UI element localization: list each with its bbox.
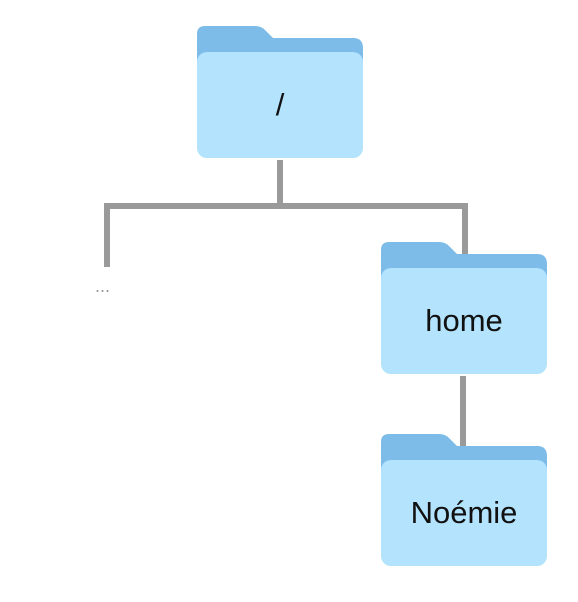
folder-home[interactable]: home (381, 240, 547, 379)
connector-left-drop (104, 203, 110, 267)
connector-horizontal-bar (104, 203, 468, 209)
folder-home-body: home (381, 268, 547, 374)
collapsed-branch-ellipsis[interactable]: ... (95, 276, 111, 296)
folder-home-label: home (425, 303, 503, 338)
connector-home-to-user (460, 376, 466, 448)
folder-user-label: Noémie (410, 495, 518, 530)
folder-root[interactable]: / (197, 24, 363, 163)
connector-root-stem (277, 160, 283, 209)
folder-root-body: / (197, 52, 363, 158)
connector-right-drop (462, 203, 468, 257)
folder-user-body: Noémie (381, 460, 547, 566)
folder-user[interactable]: Noémie (381, 432, 547, 571)
folder-root-label: / (275, 87, 285, 122)
